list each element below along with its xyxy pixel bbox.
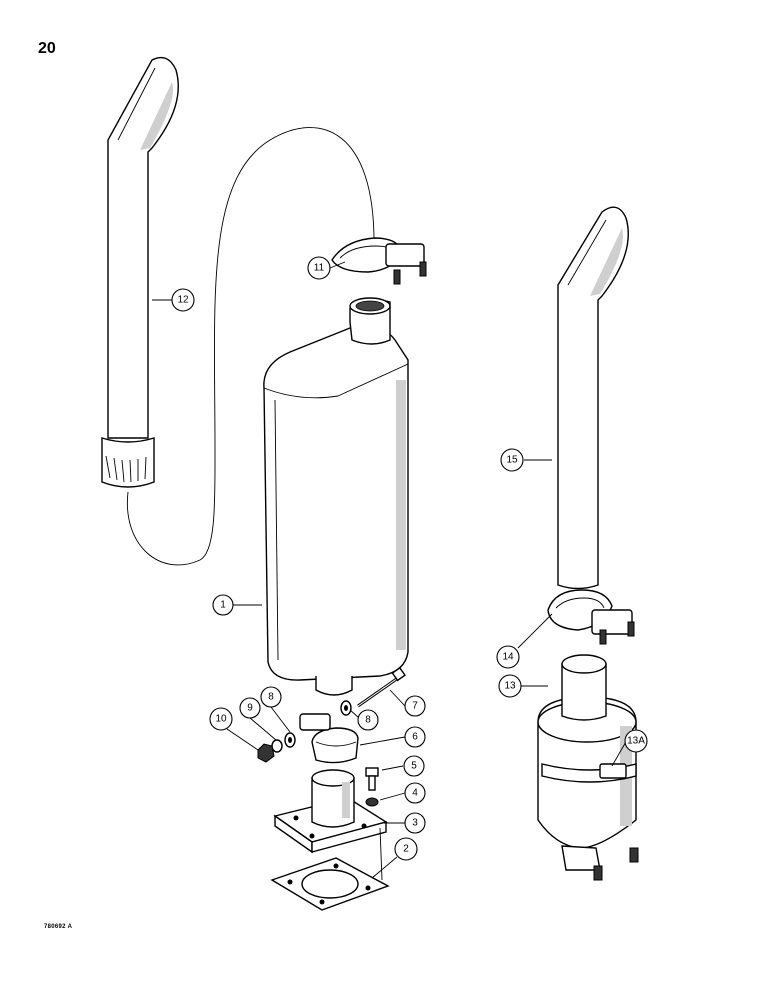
callout-7: 7 [404,695,426,717]
exhaust-stack-15 [557,206,629,590]
muffler-1 [263,297,409,696]
callout-8-left: 8 [260,686,282,708]
svg-text:4: 4 [412,788,418,799]
clamp-6 [299,713,359,764]
leader-lines [152,261,628,879]
callout-11: 11 [307,256,331,280]
washer-8-left [284,732,296,748]
callout-4: 4 [404,782,426,804]
figure-code: 780692 A [44,924,73,930]
svg-text:3: 3 [412,818,418,829]
lockwasher-9 [271,739,283,753]
lockwasher-4 [365,797,379,807]
bolt-7 [357,666,406,708]
callout-15: 15 [500,448,524,472]
svg-text:1: 1 [220,600,226,611]
washer-8-right [340,700,352,716]
callout-14: 14 [496,645,520,669]
gasket-guide-line [379,827,383,881]
callout-5: 5 [403,755,425,777]
callout-1: 1 [212,594,234,616]
callout-13A: 13A [624,729,648,753]
callout-2: 2 [394,837,418,861]
svg-text:11: 11 [314,263,325,274]
capscrew-5 [365,767,379,791]
gasket-2 [270,857,390,911]
callout-3: 3 [404,812,426,834]
page-number: 20 [38,40,56,57]
svg-text:13A: 13A [627,736,645,747]
svg-text:8: 8 [268,692,274,703]
callout-9: 9 [239,697,261,719]
clamp-14 [547,589,635,645]
svg-text:10: 10 [215,714,227,725]
flange-3 [273,769,388,854]
nut-10 [257,743,275,763]
callout-12: 12 [171,288,195,312]
callout-6: 6 [404,726,426,748]
svg-text:15: 15 [506,455,518,466]
spark-arrester-13 [537,654,639,881]
callout-13: 13 [498,674,522,698]
connection-line [126,127,375,566]
svg-text:13: 13 [504,681,516,692]
callout-8-right: 8 [357,709,379,731]
exhaust-stack-12 [101,56,179,488]
svg-text:14: 14 [502,652,514,663]
clamp-11 [331,237,427,285]
svg-text:8: 8 [365,715,371,726]
callout-10: 10 [209,707,233,731]
svg-text:2: 2 [403,844,409,855]
svg-text:7: 7 [412,701,418,712]
svg-text:12: 12 [177,295,189,306]
svg-text:9: 9 [247,703,253,714]
svg-text:6: 6 [412,732,418,743]
svg-text:5: 5 [411,761,417,772]
